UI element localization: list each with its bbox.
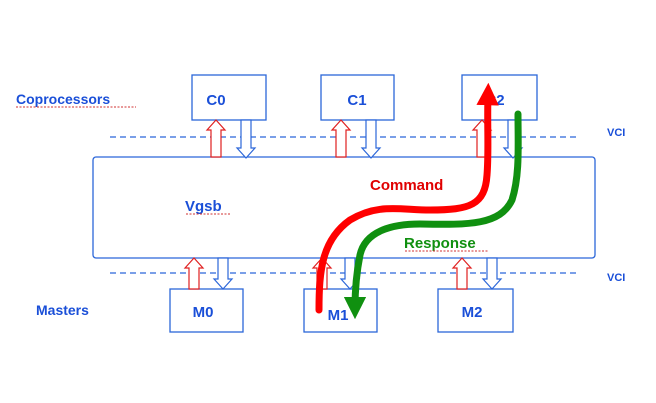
hollow-up-arrow-m0 [183,257,205,290]
master-label-m1: M1 [328,307,349,324]
coprocessors-heading: Coprocessors [16,91,110,107]
vci-label-bottom: VCI [607,272,625,284]
vci-label-top: VCI [607,127,625,139]
coprocessor-box-c1 [320,74,395,121]
master-label-m2: M2 [462,304,483,321]
hollow-up-arrow-c0 [205,119,227,158]
hollow-down-arrow-m0 [212,257,234,290]
hollow-down-arrow-c0 [235,119,257,159]
coprocessor-box-c2 [461,74,538,121]
master-box-m0 [169,288,244,333]
hollow-down-arrow-c1 [360,119,382,159]
hollow-down-arrow-m2 [481,257,503,290]
master-label-m0: M0 [193,304,214,321]
response-label: Response [404,235,476,252]
coprocessor-label-c0: C0 [206,92,225,109]
command-label: Command [370,177,443,194]
response-path-arrow [343,110,522,320]
hollow-up-arrow-m2 [451,257,473,290]
master-box-m2 [437,288,514,333]
bus-label: Vgsb [185,198,222,215]
masters-heading: Masters [36,302,89,318]
command-path-arrow [315,82,499,314]
hollow-up-arrow-c1 [330,119,352,158]
coprocessor-label-c1: C1 [347,92,366,109]
coprocessor-box-c0 [191,74,267,121]
